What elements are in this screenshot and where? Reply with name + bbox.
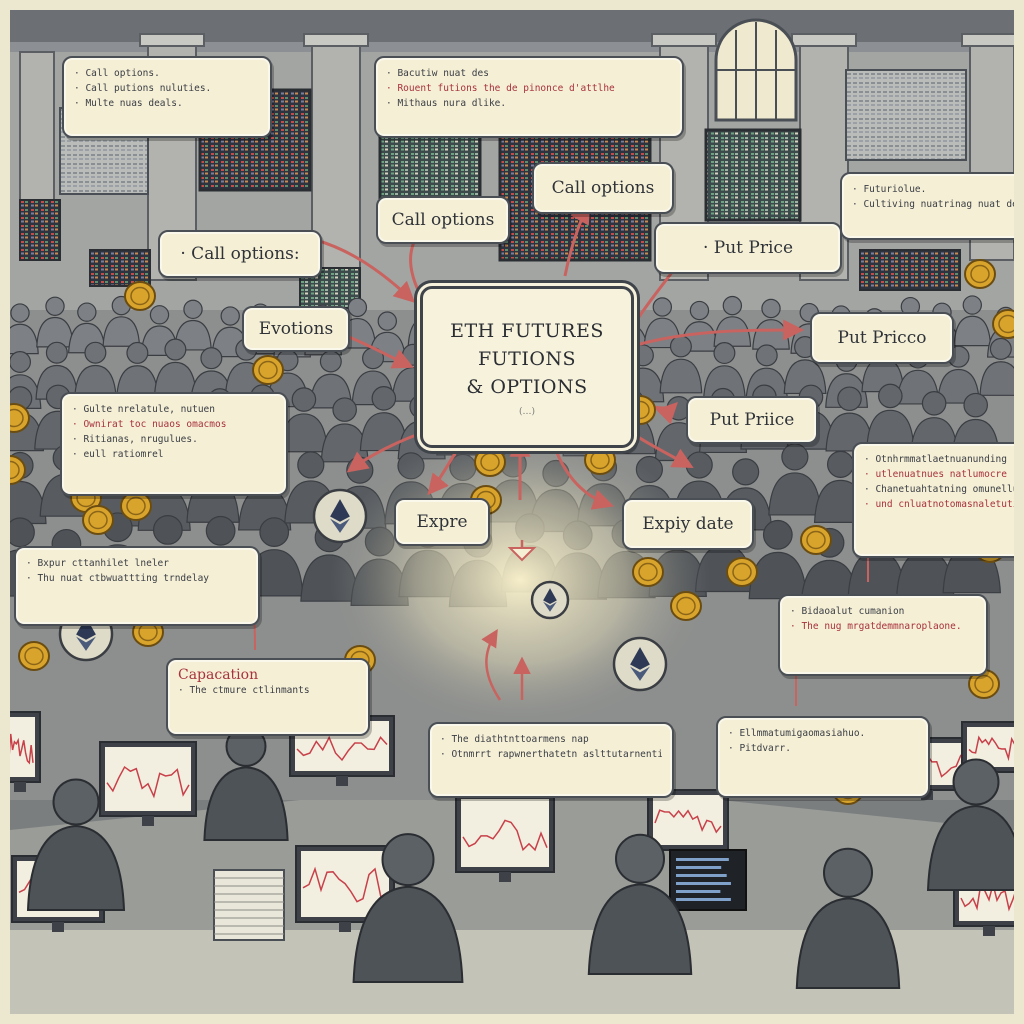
coin-icon <box>800 525 832 555</box>
coin-icon <box>584 445 616 475</box>
note-bottom-right: · Ellmmatumigaomasiahuo. · Pitdvarr. <box>716 716 930 798</box>
hub-line-3: & OPTIONS <box>466 376 588 398</box>
ethereum-icon <box>530 580 570 620</box>
trader-icon <box>26 778 126 911</box>
coin-icon <box>964 259 996 289</box>
trader-icon <box>10 303 39 355</box>
ethereum-icon <box>312 488 368 544</box>
note-left-low: · Bxpur cttanhilet lneler · Thu nuat ctb… <box>14 546 260 626</box>
note-top-center: · Bacutiw nuat des · Rouent futions the … <box>374 56 684 138</box>
hub-line-2: FUTIONS <box>477 348 577 370</box>
note-top-right: · Futuriolue. · Cultiving nuatrinag nuat… <box>840 172 1014 240</box>
trader-icon <box>748 519 808 600</box>
coin-icon <box>968 669 1000 699</box>
trader-icon <box>866 383 915 449</box>
coin-icon <box>632 557 664 587</box>
coin-icon <box>252 355 284 385</box>
coin-icon <box>10 403 30 433</box>
trader-icon <box>783 336 827 395</box>
trader-icon <box>587 833 693 975</box>
trader-icon <box>203 725 289 841</box>
note-mid-left: · Gulte nrelatule, nutuen · Ownirat toc … <box>60 392 288 496</box>
trader-icon <box>752 298 790 350</box>
trader-icon <box>174 299 212 351</box>
trader-icon <box>926 758 1014 891</box>
coin-icon <box>474 447 506 477</box>
hub-subtitle: (…) <box>518 407 536 417</box>
note-right-mid: · Otnhrmmatlaetnuanunding · utlenuatnues… <box>852 442 1014 558</box>
trader-icon <box>795 847 901 989</box>
trader-icon <box>953 295 992 347</box>
trader-icon <box>352 833 464 983</box>
note-bottom-center: · The diathtnttoarmens nap · Otnmrrt rap… <box>428 722 674 798</box>
trader-icon <box>36 296 74 348</box>
note-right-low: · Bidaoalut cumanion · The nug mrgatdemm… <box>778 594 988 676</box>
monitor-icon <box>99 741 197 826</box>
coin-icon <box>120 491 152 521</box>
coin-icon <box>726 557 758 587</box>
coin-icon <box>18 641 50 671</box>
eth-futures-options-hub: ETH FUTURES FUTIONS & OPTIONS (…) <box>420 286 634 448</box>
label-evtions: Evotions <box>242 306 350 352</box>
trader-icon <box>768 443 822 516</box>
label-call-options-dash: · Call options: <box>158 230 322 278</box>
label-put-price-right: Put Pricco <box>810 312 954 364</box>
note-top-left: · Call options. · Call putions nuluties.… <box>62 56 272 138</box>
trader-icon <box>825 386 874 452</box>
coin-icon <box>124 281 156 311</box>
note-capacation: Capacation · The ctmure ctlinmants <box>166 658 370 736</box>
label-expiry-date: Expiy date <box>622 498 754 550</box>
label-call-options-top: Call options <box>532 162 674 214</box>
trader-icon <box>703 342 746 401</box>
trader-icon <box>359 386 408 452</box>
coin-icon <box>670 591 702 621</box>
trader-icon <box>284 451 338 524</box>
coin-icon <box>82 505 114 535</box>
coin-icon <box>992 309 1014 339</box>
trader-icon <box>73 341 117 400</box>
monitor-icon <box>10 711 41 792</box>
hub-line-1: ETH FUTURES <box>450 320 604 342</box>
label-put-price-top: · Put Price <box>654 222 842 274</box>
ethereum-icon <box>612 636 668 692</box>
label-expre: Expre <box>394 498 490 546</box>
trader-icon <box>979 337 1014 396</box>
monitor-icon <box>455 793 555 882</box>
label-call-options-left: Call options <box>376 196 510 244</box>
label-put-price-mid: Put Priice <box>686 396 818 444</box>
coin-icon <box>10 455 26 485</box>
